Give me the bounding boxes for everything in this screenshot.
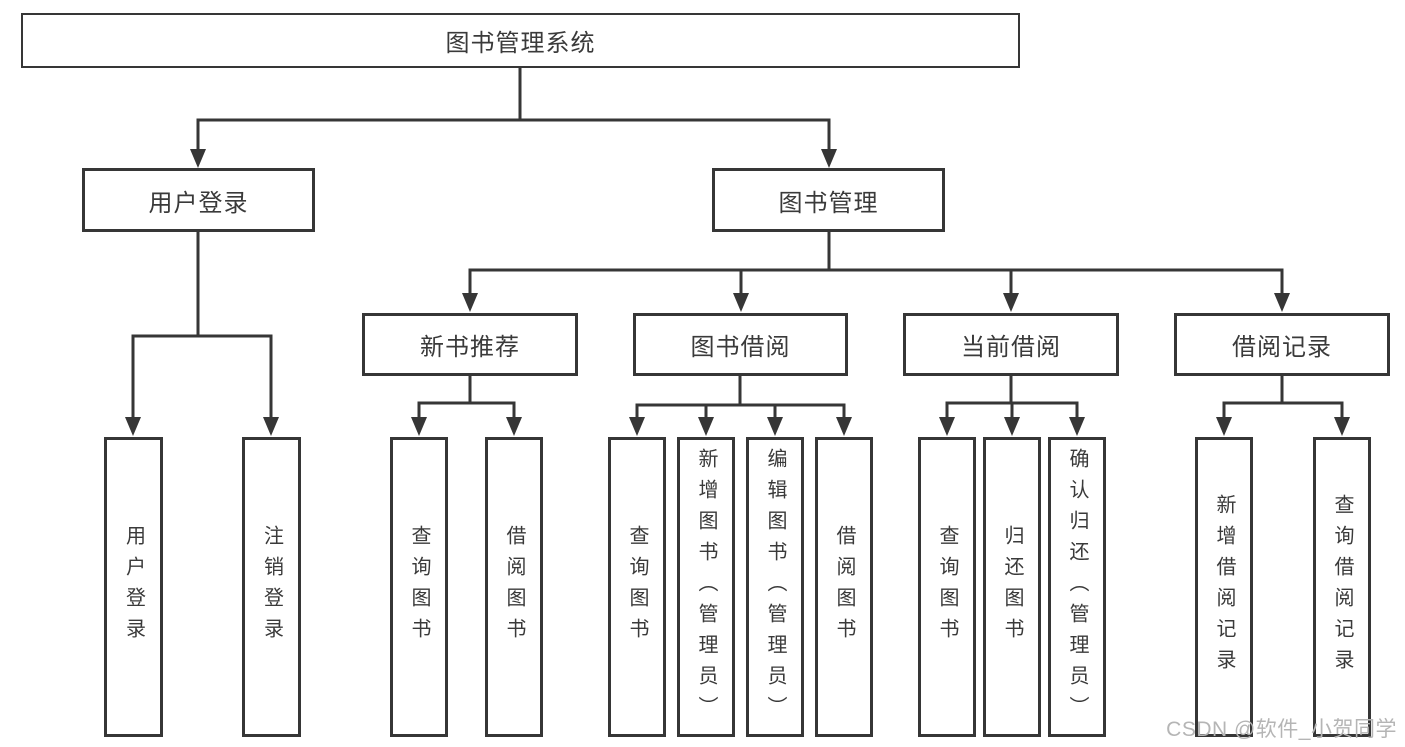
watermark: CSDN @软件_小贺同学 xyxy=(1166,718,1397,741)
leaf-add-book-admin-label: 新增图书（管理员） xyxy=(695,447,717,727)
node-user-login-branch-label: 用户登录 xyxy=(148,189,249,217)
leaf-edit-book-admin: 编辑图书（管理员） xyxy=(746,437,804,737)
leaf-borrow-books-1: 借阅图书 xyxy=(485,437,543,737)
node-user-login-branch: 用户登录 xyxy=(82,168,315,232)
leaf-add-book-admin: 新增图书（管理员） xyxy=(677,437,735,737)
leaf-query-books-2-label: 查询图书 xyxy=(626,525,648,649)
node-current-borrow: 当前借阅 xyxy=(903,313,1119,376)
node-book-borrow: 图书借阅 xyxy=(633,313,848,376)
node-borrow-records-label: 借阅记录 xyxy=(1232,334,1332,361)
leaf-confirm-return-admin: 确认归还（管理员） xyxy=(1048,437,1106,737)
leaf-borrow-books-1-label: 借阅图书 xyxy=(503,525,525,649)
node-book-management-branch-label: 图书管理 xyxy=(778,189,879,217)
leaf-query-books-1: 查询图书 xyxy=(390,437,448,737)
node-book-management-branch: 图书管理 xyxy=(712,168,945,232)
leaf-logout-label: 注销登录 xyxy=(260,525,283,649)
leaf-query-borrow-record-label: 查询借阅记录 xyxy=(1331,494,1353,680)
leaf-borrow-books-2: 借阅图书 xyxy=(815,437,873,737)
node-new-book-recommend-label: 新书推荐 xyxy=(420,334,520,361)
leaf-return-book-label: 归还图书 xyxy=(1001,525,1023,649)
leaf-edit-book-admin-label: 编辑图书（管理员） xyxy=(764,447,786,727)
leaf-query-books-3-label: 查询图书 xyxy=(936,525,958,649)
leaf-query-borrow-record: 查询借阅记录 xyxy=(1313,437,1371,737)
leaf-return-book: 归还图书 xyxy=(983,437,1041,737)
leaf-query-books-1-label: 查询图书 xyxy=(408,525,430,649)
leaf-query-books-3: 查询图书 xyxy=(918,437,976,737)
node-current-borrow-label: 当前借阅 xyxy=(961,334,1061,361)
node-book-borrow-label: 图书借阅 xyxy=(690,334,791,361)
node-system-root: 图书管理系统 xyxy=(21,13,1020,68)
leaf-logout: 注销登录 xyxy=(242,437,301,737)
leaf-user-login: 用户登录 xyxy=(104,437,163,737)
leaf-add-borrow-record-label: 新增借阅记录 xyxy=(1213,494,1235,680)
leaf-confirm-return-admin-label: 确认归还（管理员） xyxy=(1066,447,1088,727)
leaf-add-borrow-record: 新增借阅记录 xyxy=(1195,437,1253,737)
leaf-user-login-label: 用户登录 xyxy=(122,525,145,649)
leaf-query-books-2: 查询图书 xyxy=(608,437,666,737)
leaf-borrow-books-2-label: 借阅图书 xyxy=(833,525,855,649)
node-new-book-recommend: 新书推荐 xyxy=(362,313,578,376)
node-borrow-records: 借阅记录 xyxy=(1174,313,1390,376)
node-system-root-label: 图书管理系统 xyxy=(445,30,596,57)
